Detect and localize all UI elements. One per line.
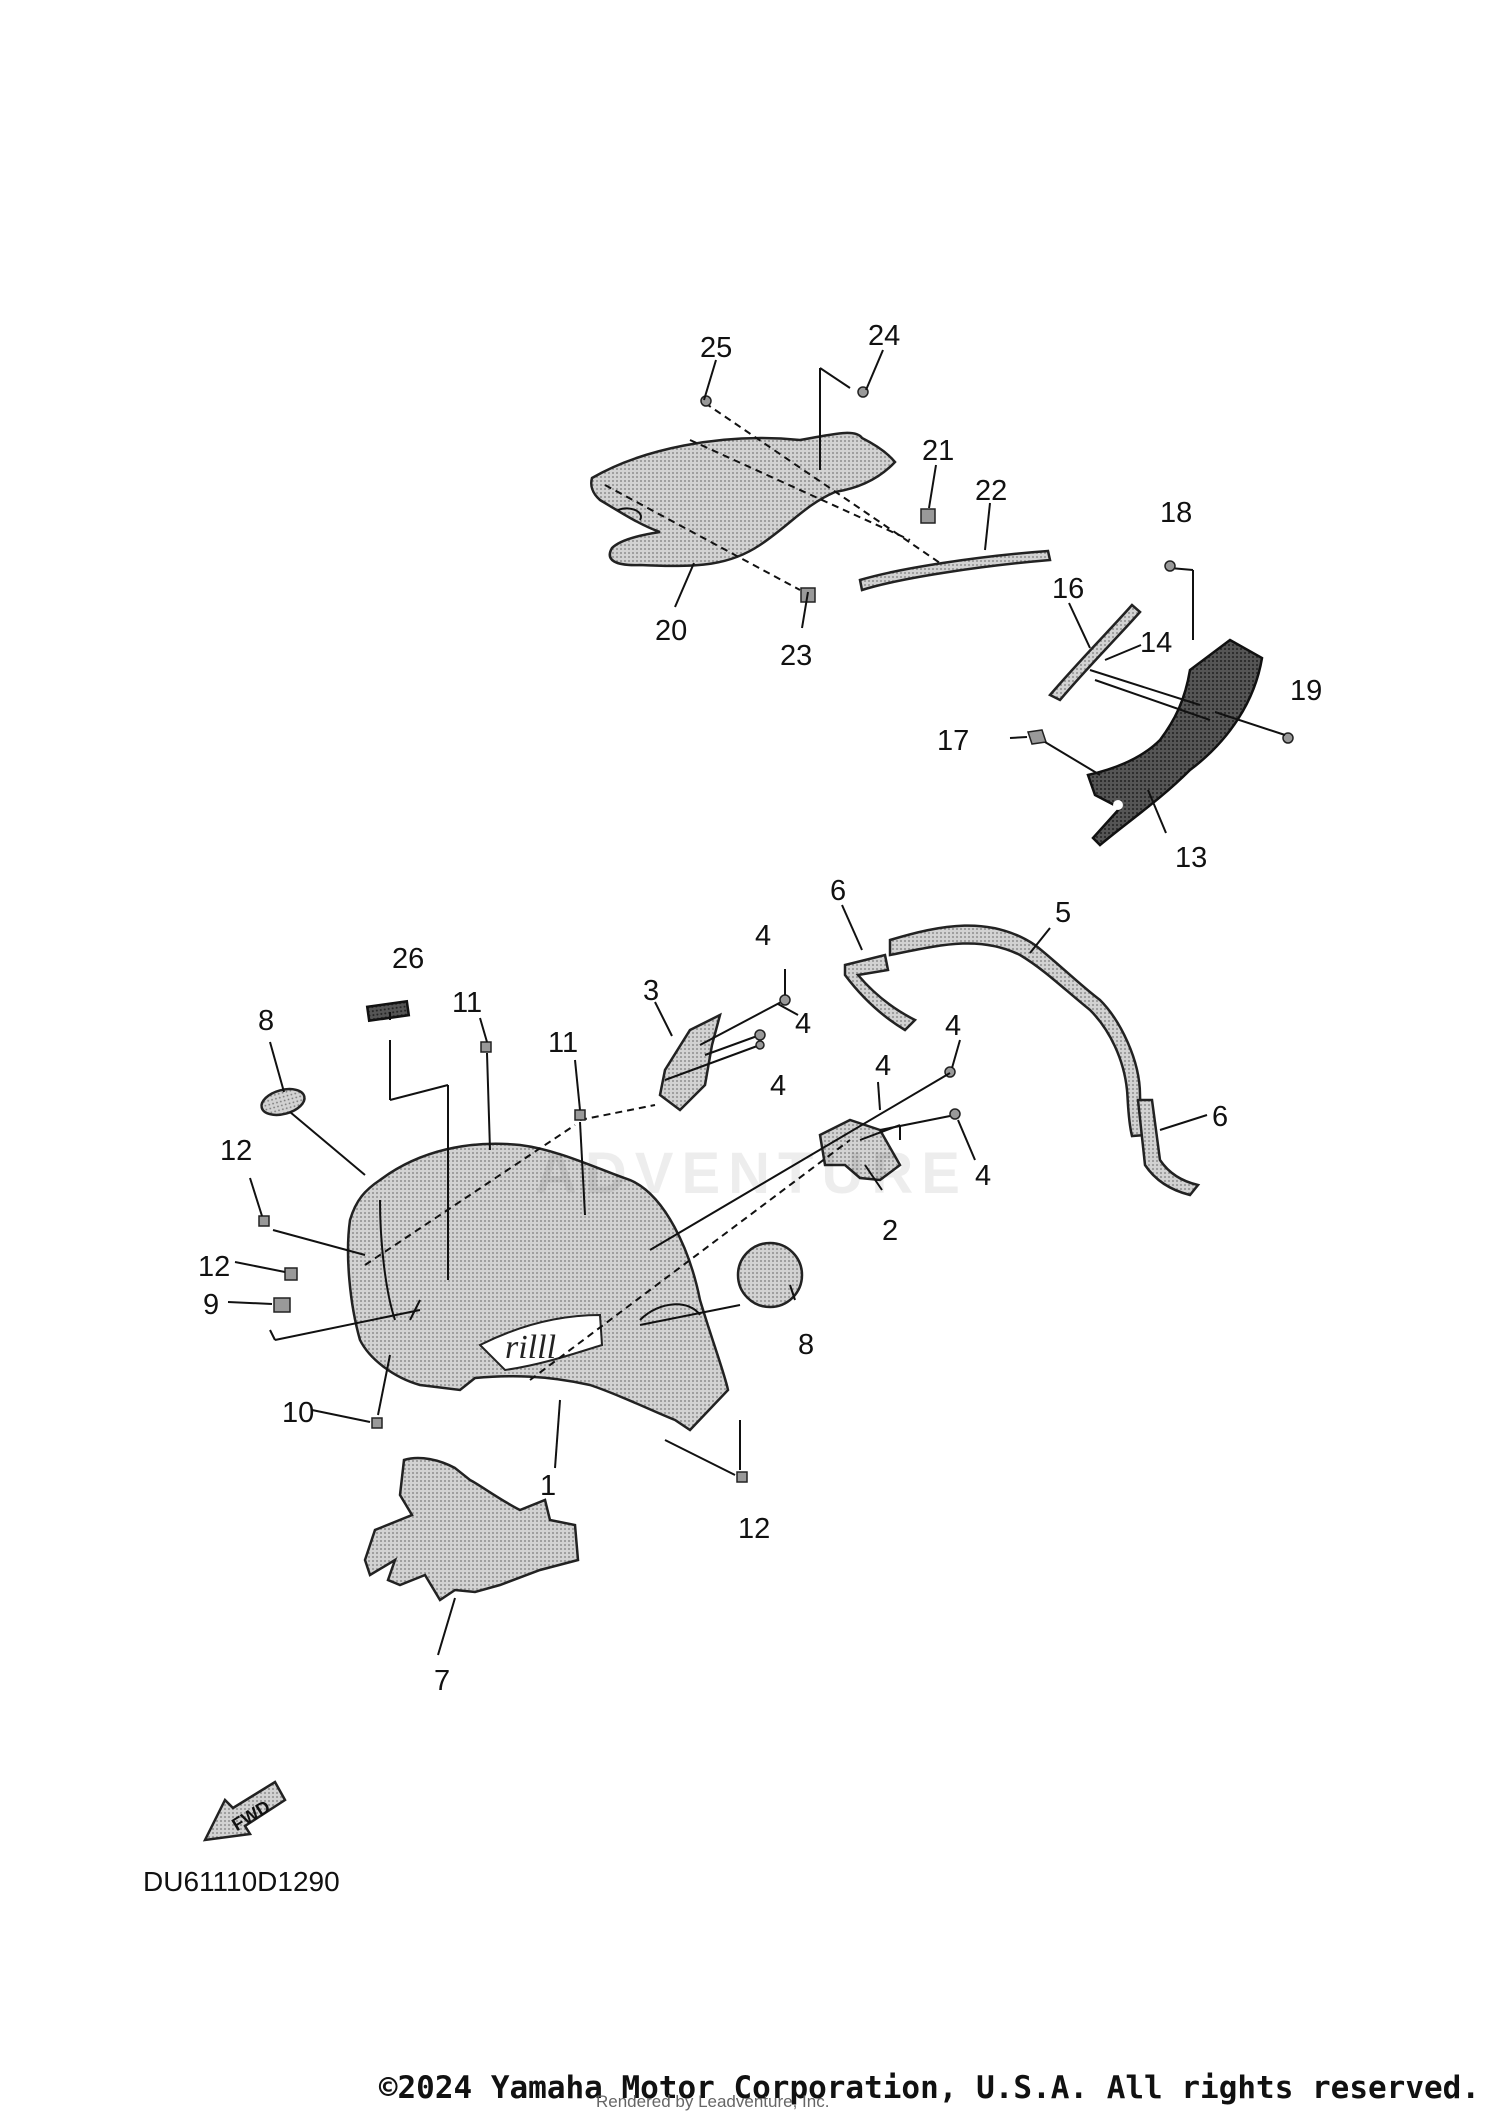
callout-24: 24 xyxy=(868,320,900,352)
callout-9: 9 xyxy=(203,1289,219,1321)
callout-8-right: 8 xyxy=(798,1329,814,1361)
callout-11-a: 11 xyxy=(452,987,482,1019)
part-1-tank-cover: rilll xyxy=(346,1142,730,1432)
callout-12-b: 12 xyxy=(738,1513,770,1545)
callout-4-f: 4 xyxy=(975,1160,991,1192)
part-14-bracket xyxy=(1086,638,1264,847)
callout-21: 21 xyxy=(922,435,954,467)
callout-19: 19 xyxy=(1290,675,1322,707)
callout-15: 14 xyxy=(1140,627,1172,659)
callout-17: 17 xyxy=(937,725,969,757)
callout-18: 18 xyxy=(1160,497,1192,529)
callout-22: 22 xyxy=(975,475,1007,507)
callout-7: 7 xyxy=(434,1665,450,1697)
copyright-notice: ©2024 Yamaha Motor Corporation, U.S.A. A… xyxy=(378,2070,1480,2106)
callout-13: 12 xyxy=(198,1251,230,1283)
callout-26: 26 xyxy=(392,943,424,975)
callout-16: 16 xyxy=(1052,573,1084,605)
part-20-cover xyxy=(590,431,897,568)
callout-8-left: 8 xyxy=(258,1005,274,1037)
rendered-by-notice: Rendered by Leadventure, Inc. xyxy=(596,2092,830,2111)
callout-4-e: 4 xyxy=(875,1050,891,1082)
callout-4-a: 4 xyxy=(755,920,771,952)
callout-1: 1 xyxy=(540,1470,556,1502)
callout-4-b: 4 xyxy=(795,1008,811,1040)
callout-labels: 25 24 21 22 20 23 18 16 14 19 17 13 6 5 … xyxy=(198,320,1322,1697)
callout-25: 25 xyxy=(700,332,732,364)
callout-5: 5 xyxy=(1055,897,1071,929)
callout-6-top: 6 xyxy=(830,875,846,907)
callout-2: 2 xyxy=(882,1215,898,1247)
callout-leaders xyxy=(227,349,1208,1656)
diagram-code: DU61110D1290 xyxy=(143,1866,340,1897)
callout-3: 3 xyxy=(643,975,659,1007)
callout-11-b: 11 xyxy=(548,1027,578,1059)
callout-10: 10 xyxy=(282,1397,314,1429)
callout-12-a: 12 xyxy=(220,1135,252,1167)
watermark-text: ADVENTURE xyxy=(535,1141,968,1206)
fwd-arrow-icon: FWD xyxy=(202,1780,287,1842)
callout-20: 20 xyxy=(655,615,687,647)
callout-23: 23 xyxy=(780,640,812,672)
svg-text:rilll: rilll xyxy=(505,1329,556,1366)
callout-14: 13 xyxy=(1175,842,1207,874)
callout-6-right: 6 xyxy=(1212,1101,1228,1133)
callout-4-c: 4 xyxy=(770,1070,786,1102)
callout-4-d: 4 xyxy=(945,1010,961,1042)
